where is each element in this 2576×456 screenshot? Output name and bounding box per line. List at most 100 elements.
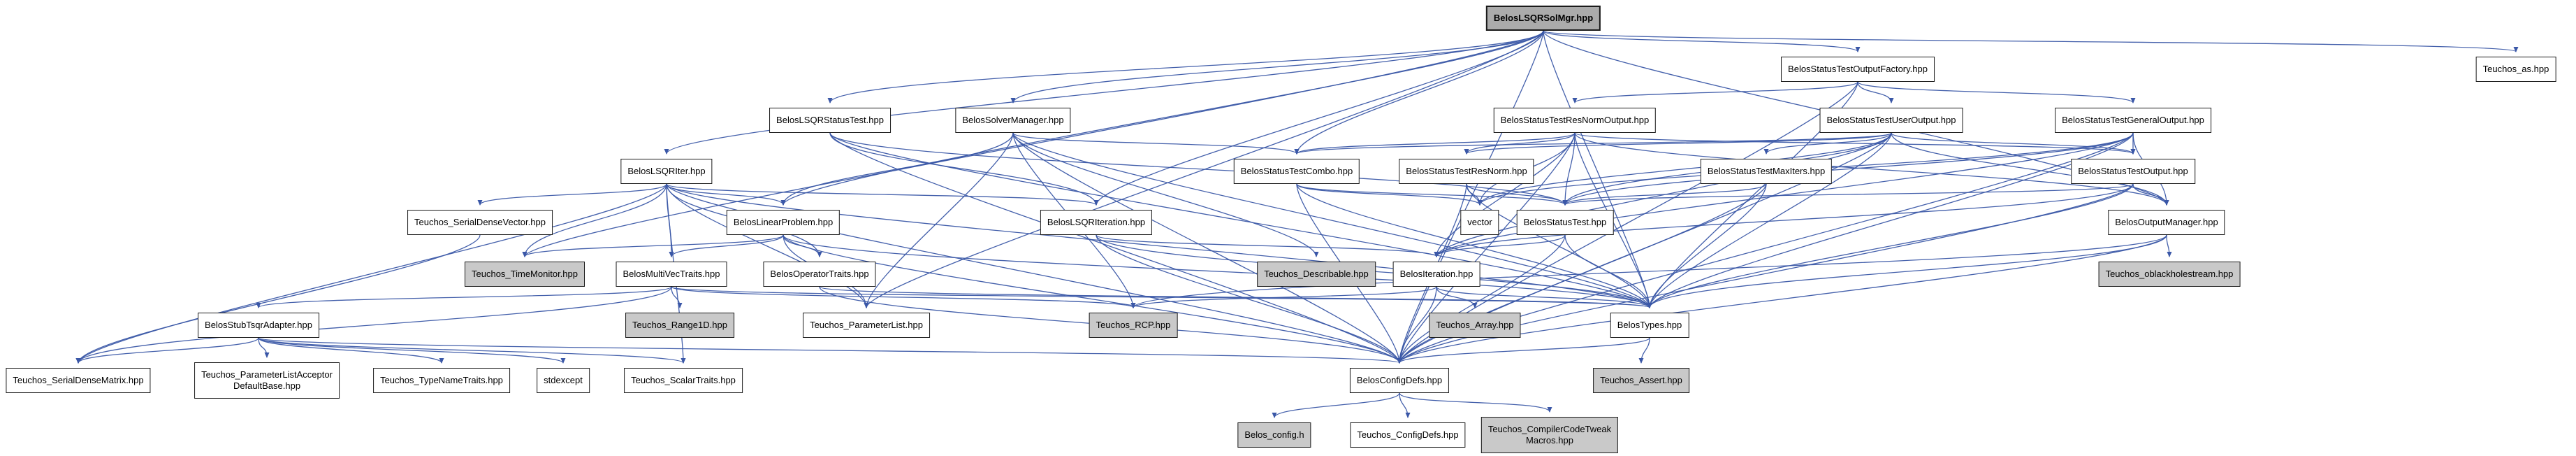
edge (1434, 132, 2134, 257)
edge (1647, 132, 1892, 308)
edge (1397, 337, 1650, 364)
edge (1647, 132, 2134, 308)
node-BelosStatusTestResNorm[interactable]: BelosStatusTestResNorm.hpp (1399, 159, 1534, 184)
node-stdexcept[interactable]: stdexcept (537, 368, 590, 393)
node-Teuchos_ScalarTraits[interactable]: Teuchos_ScalarTraits.hpp (624, 368, 743, 393)
edge (1638, 337, 1650, 364)
edge (477, 183, 667, 206)
node-Teuchos_Describable[interactable]: Teuchos_Describable.hpp (1257, 262, 1376, 287)
node-Teuchos_SerialDenseVector[interactable]: Teuchos_SerialDenseVector.hpp (407, 210, 553, 235)
node-vector[interactable]: vector (1460, 210, 1499, 235)
node-BelosLinearProblem[interactable]: BelosLinearProblem.hpp (726, 210, 841, 235)
edge (1562, 183, 2134, 206)
edge (258, 337, 444, 364)
edge (666, 183, 1402, 364)
edge (258, 337, 686, 364)
edge (1272, 392, 1400, 418)
node-BelosStatusTest[interactable]: BelosStatusTest.hpp (1516, 210, 1614, 235)
node-BelosStatusTestCombo[interactable]: BelosStatusTestCombo.hpp (1233, 159, 1360, 184)
node-Teuchos_TimeMonitor[interactable]: Teuchos_TimeMonitor.hpp (465, 262, 585, 287)
edge (666, 183, 1099, 206)
node-BelosLSQRStatusTest[interactable]: BelosLSQRStatusTest.hpp (769, 108, 891, 133)
edge (1397, 132, 1576, 364)
edge (1012, 132, 1300, 155)
node-Teuchos_ParameterListAcceptorDefaultBase[interactable]: Teuchos_ParameterListAcceptor DefaultBas… (194, 362, 340, 399)
edge (1477, 132, 1892, 206)
edge (1399, 392, 1411, 418)
edge (1464, 132, 1576, 155)
node-BelosStatusTestUserOutput[interactable]: BelosStatusTestUserOutput.hpp (1819, 108, 1963, 133)
edge (1543, 30, 2518, 52)
node-Teuchos_Assert[interactable]: Teuchos_Assert.hpp (1593, 368, 1689, 393)
edge (1464, 132, 1892, 155)
edge (1296, 183, 1483, 206)
edge (1562, 183, 1767, 206)
node-BelosSolverManager[interactable]: BelosSolverManager.hpp (955, 108, 1071, 133)
node-Teuchos_ParameterList[interactable]: Teuchos_ParameterList.hpp (803, 313, 930, 338)
node-BelosLSQRSolMgr[interactable]: BelosLSQRSolMgr.hpp (1485, 6, 1601, 31)
node-Teuchos_Array[interactable]: Teuchos_Array.hpp (1429, 313, 1521, 338)
edge (1647, 183, 2134, 308)
node-Teuchos_Range1D[interactable]: Teuchos_Range1D.hpp (625, 313, 734, 338)
edge (1397, 30, 1544, 364)
node-Teuchos_TypeNameTraits[interactable]: Teuchos_TypeNameTraits.hpp (373, 368, 510, 393)
edge (664, 30, 1544, 155)
edge (1572, 81, 1858, 104)
edge (1096, 234, 1402, 364)
edge (258, 337, 566, 364)
node-Teuchos_ConfigDefs[interactable]: Teuchos_ConfigDefs.hpp (1350, 422, 1466, 448)
node-Belos_config_h[interactable]: Belos_config.h (1237, 422, 1311, 448)
edge (258, 337, 270, 358)
edge (522, 183, 667, 257)
edge (1434, 234, 1566, 257)
edge (1397, 234, 1566, 364)
edge (522, 30, 1544, 257)
edge (75, 286, 672, 364)
node-Teuchos_SerialDenseMatrix[interactable]: Teuchos_SerialDenseMatrix.hpp (6, 368, 151, 393)
node-BelosMultiVecTraits[interactable]: BelosMultiVecTraits.hpp (616, 262, 727, 287)
edge (829, 132, 1568, 206)
edge (1296, 183, 1652, 308)
node-Teuchos_RCP[interactable]: Teuchos_RCP.hpp (1089, 313, 1178, 338)
node-BelosTypes[interactable]: BelosTypes.hpp (1610, 313, 1689, 338)
node-BelosOutputManager[interactable]: BelosOutputManager.hpp (2108, 210, 2225, 235)
edge (75, 183, 667, 364)
node-Teuchos_CompilerCodeTweakMacros[interactable]: Teuchos_CompilerCodeTweak Macros.hpp (1480, 417, 1619, 453)
node-BelosStatusTestOutput[interactable]: BelosStatusTestOutput.hpp (2071, 159, 2195, 184)
node-BelosLSQRIter[interactable]: BelosLSQRIter.hpp (620, 159, 713, 184)
edge (671, 286, 1652, 308)
node-Teuchos_oblackholestream[interactable]: Teuchos_oblackholestream.hpp (2098, 262, 2241, 287)
node-BelosStatusTestGeneralOutput[interactable]: BelosStatusTestGeneralOutput.hpp (2055, 108, 2211, 133)
node-BelosStubTsqrAdapter[interactable]: BelosStubTsqrAdapter.hpp (198, 313, 319, 338)
node-BelosLSQRIteration[interactable]: BelosLSQRIteration.hpp (1040, 210, 1153, 235)
edge (522, 234, 784, 257)
node-Teuchos_as[interactable]: Teuchos_as.hpp (2475, 57, 2556, 82)
node-BelosOperatorTraits[interactable]: BelosOperatorTraits.hpp (763, 262, 876, 287)
node-BelosStatusTestMaxIters[interactable]: BelosStatusTestMaxIters.hpp (1700, 159, 1833, 184)
node-BelosStatusTestResNormOutput[interactable]: BelosStatusTestResNormOutput.hpp (1493, 108, 1657, 133)
edge (1296, 183, 1568, 206)
edge (783, 234, 822, 257)
edge (75, 234, 481, 364)
edge (2166, 234, 2172, 257)
node-BelosConfigDefs[interactable]: BelosConfigDefs.hpp (1349, 368, 1450, 393)
edge (1647, 234, 2167, 308)
edge (669, 234, 784, 257)
node-BelosStatusTestOutputFactory[interactable]: BelosStatusTestOutputFactory.hpp (1781, 57, 1935, 82)
edge (1397, 183, 1767, 364)
edge (1436, 286, 1478, 308)
edge (1397, 81, 1858, 364)
edge (1294, 30, 1544, 155)
edge (1397, 234, 2167, 364)
node-BelosIteration[interactable]: BelosIteration.hpp (1392, 262, 1480, 287)
edge (2132, 183, 2169, 206)
edge (1130, 234, 2167, 308)
edge (829, 132, 1402, 364)
edge (1574, 132, 2136, 155)
edge (783, 234, 1652, 308)
edge (1891, 132, 2169, 206)
edge (780, 30, 1544, 206)
edge (783, 234, 1402, 364)
